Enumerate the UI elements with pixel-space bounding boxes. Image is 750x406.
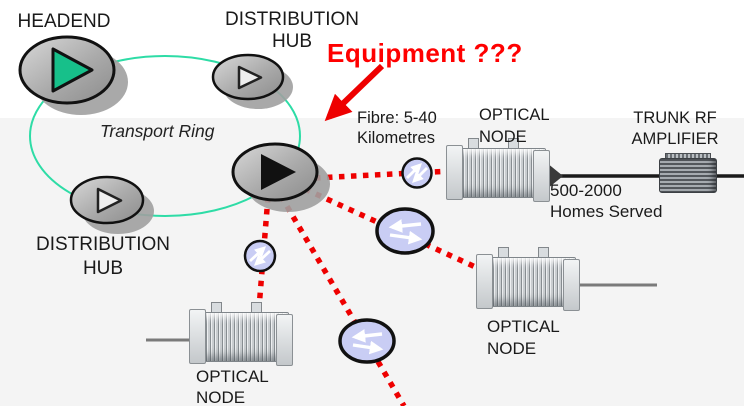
trunk-rf-amplifier-label: TRUNK RF AMPLIFIER — [608, 108, 742, 150]
distribution-hub-top-label: DISTRIBUTION HUB — [218, 9, 366, 53]
hub-top-triangle-icon — [237, 65, 263, 90]
hub-label-line1: DISTRIBUTION — [35, 234, 171, 255]
bidirectional-arrows-icon — [249, 246, 271, 266]
optical-node-image-mid-right — [476, 247, 580, 311]
fibre-distance-label: Fibre: 5-40 Kilometres — [357, 108, 437, 148]
housing-end-cap — [476, 254, 493, 309]
transport-ring — [29, 55, 301, 217]
optical-node-label-line1: OPTICAL — [479, 106, 550, 124]
homes-served-label: 500-2000 Homes Served — [550, 180, 662, 222]
hub-label-line1: DISTRIBUTION — [224, 9, 360, 30]
finned-housing — [480, 257, 576, 307]
optical-node-bottom-left-label: OPTICAL NODE — [196, 366, 269, 406]
equipment-question-annotation: Equipment ??? — [327, 38, 523, 68]
transport-ring-label: Transport Ring — [100, 121, 215, 141]
annotation-arrow — [324, 63, 385, 122]
housing-end-cap — [446, 145, 463, 200]
housing-end-cap — [563, 259, 580, 311]
homes-served-line1: 500-2000 — [550, 181, 622, 200]
bidirectional-link-circle-large-lower — [338, 318, 396, 364]
bidirectional-link-circle-small-right — [401, 157, 433, 189]
hub-label-line2: HUB — [82, 258, 124, 279]
trunk-label-line2: AMPLIFIER — [631, 130, 719, 148]
fibre-label-line2: Kilometres — [357, 129, 435, 147]
finned-housing — [193, 312, 289, 362]
optical-node-image-bottom-left — [189, 302, 293, 366]
trunk-label-line1: TRUNK RF — [633, 109, 717, 127]
bidirectional-arrows-icon — [351, 329, 384, 355]
distribution-hub-bottom-label: DISTRIBUTION HUB — [28, 233, 178, 281]
trunk-rf-amplifier-image — [657, 153, 719, 195]
node-output-cone — [547, 163, 563, 189]
bidirectional-link-circle-small-left — [243, 239, 277, 273]
headend-label: HEADEND — [17, 11, 111, 32]
optical-node-label-line1: OPTICAL — [196, 367, 269, 386]
optical-node-label-line2: NODE — [196, 388, 246, 406]
housing-end-cap — [189, 309, 206, 364]
homes-served-line2: Homes Served — [550, 202, 663, 221]
housing-end-cap — [276, 314, 293, 366]
bidirectional-link-circle-large-upper — [375, 207, 435, 255]
equipment-play-icon — [261, 154, 296, 190]
fibre-link-to-bottom-edge — [278, 194, 407, 406]
hub-label-line2: HUB — [271, 31, 313, 52]
amplifier-housing — [659, 158, 717, 193]
housing-end-cap — [533, 150, 550, 202]
optical-node-top-right-label: OPTICAL NODE — [479, 104, 550, 148]
fibre-label-line1: Fibre: 5-40 — [357, 109, 437, 127]
hub-bottom-triangle-icon — [96, 187, 123, 214]
optical-node-label-line2: NODE — [487, 339, 537, 358]
optical-node-image-top-right — [446, 138, 550, 202]
optical-node-mid-right-label: OPTICAL NODE — [487, 316, 560, 360]
headend-play-icon — [51, 47, 94, 93]
bidirectional-arrows-icon — [388, 219, 423, 245]
optical-node-label-line1: OPTICAL — [487, 317, 560, 336]
optical-node-label-line2: NODE — [479, 128, 527, 146]
finned-housing — [450, 148, 546, 198]
bidirectional-arrows-icon — [406, 163, 428, 183]
